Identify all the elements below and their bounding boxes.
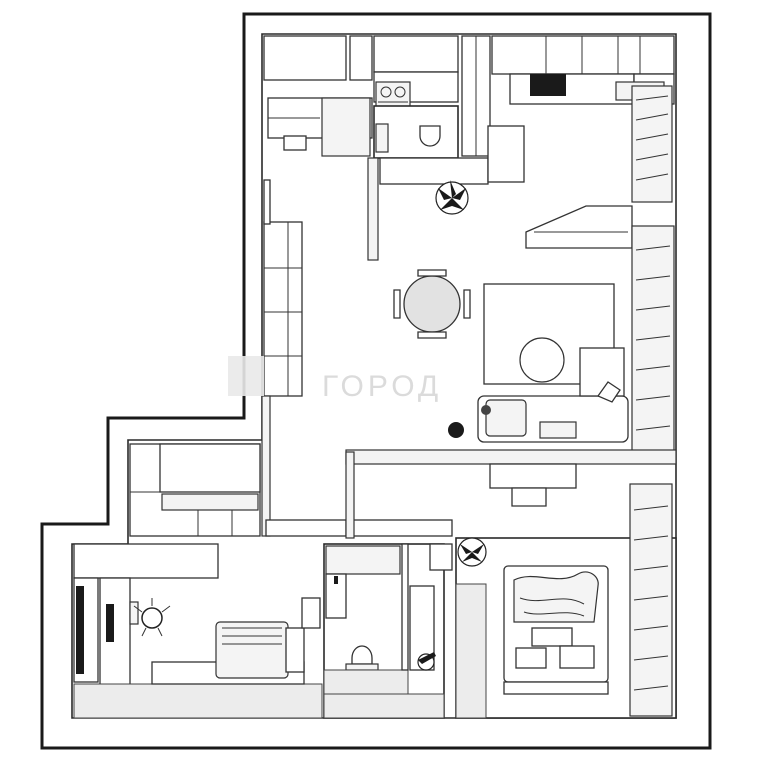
- bathroom: [323, 543, 453, 719]
- plant-kitchen: [435, 180, 469, 215]
- bedroom-left: [73, 543, 323, 719]
- hall-floor-strip-2: [351, 519, 453, 537]
- living-storage-wall: [263, 221, 303, 397]
- kitchen-counter: [491, 35, 675, 105]
- hall-divider: [345, 451, 355, 539]
- kitchen-cabinets-top: [263, 35, 491, 157]
- hall-chair: [511, 487, 547, 507]
- hall-bench: [489, 463, 577, 489]
- plant-bedroom: [457, 537, 487, 567]
- hall-cabinet: [379, 157, 489, 185]
- bedroom-right: [455, 483, 677, 719]
- desk-chair-icon: [133, 598, 171, 637]
- partition-wall: [367, 157, 379, 261]
- stove: [375, 81, 411, 109]
- watermark: ГОРОД: [228, 356, 442, 403]
- window-curtains-living: [631, 85, 675, 459]
- wardrobe-nook: [129, 443, 261, 537]
- hall-floor-strip: [265, 519, 347, 537]
- left-wall-segment: [263, 179, 271, 225]
- floor-lamp-icon: [448, 422, 464, 438]
- watermark-text: ГОРОД: [322, 370, 442, 403]
- guest-wc: [373, 105, 459, 159]
- partition-living-lower: [345, 449, 677, 465]
- sofa: [477, 347, 629, 443]
- entry-wardrobe: [267, 97, 373, 157]
- kitchen-island-end: [487, 125, 525, 183]
- hall-wall: [261, 395, 271, 537]
- dining-table: [393, 269, 471, 339]
- side-lamp-icon: [481, 405, 491, 415]
